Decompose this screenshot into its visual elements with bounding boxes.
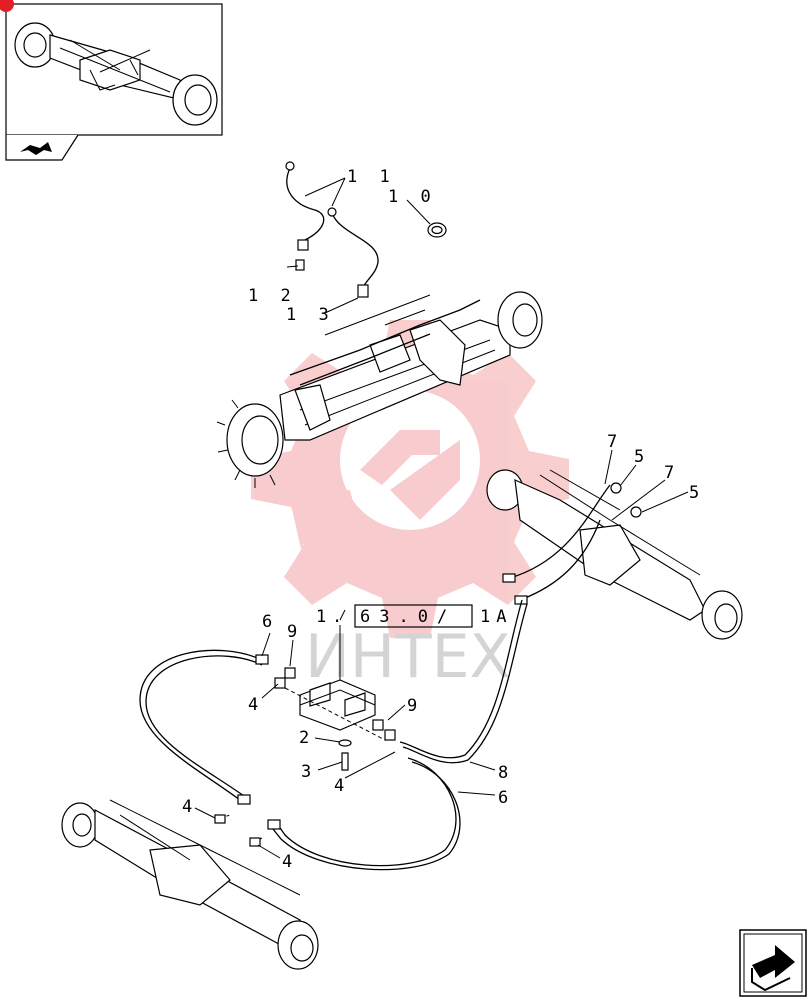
reference-value: 63.0/ [360,607,456,627]
callout-label: 7 [607,432,623,452]
callout-label: 2 [299,728,315,748]
valve-block [274,625,396,741]
hose-end-icon [502,573,516,583]
callout-label: 1 0 [388,187,437,207]
previous-page-icon[interactable] [20,142,52,155]
washer-2-icon [338,739,352,747]
callout-label: 4 [334,776,350,796]
clamp-10-icon [427,222,447,238]
callout-label: 9 [407,696,423,716]
callout-label: 1 3 [286,305,335,325]
hose-6a-inner [145,655,263,797]
callout-label: 6 [498,788,514,808]
callout-labels: 1 1 1 0 1 2 1 3 7 5 7 5 6 9 4 9 2 3 4 8 … [182,167,705,872]
pipe-11 [285,161,379,298]
axle-thumbnail-icon [14,22,218,126]
corner-dot-icon [0,0,14,12]
fitting-5a-icon [610,482,622,494]
callout-label: 6 [262,612,278,632]
reference-suffix: 1A [480,607,512,627]
callout-label: 4 [282,852,298,872]
callout-label: 9 [287,622,303,642]
fitting-13-icon [357,284,369,298]
rear-axle-right [486,469,743,640]
front-axle-lower [61,799,319,970]
hose-7b [519,519,601,601]
callout-label: 5 [634,447,650,467]
fitting-5b-icon [630,506,642,518]
hose-7a [509,484,611,579]
callout-label: 7 [664,463,680,483]
bolt-3-icon [341,752,349,771]
hose-6a [139,649,263,801]
callout-label: 4 [248,695,264,715]
reference-prefix: 1 [316,607,332,627]
callout-label: 1 2 [248,286,297,306]
hose-8-inner [402,603,528,764]
callout-label: 8 [498,763,514,783]
fitting-12-icon [295,259,305,271]
callout-label: 5 [689,483,705,503]
callout-label: 3 [301,762,317,782]
front-axle-assembly [216,291,543,488]
next-page-icon[interactable] [739,929,807,997]
svg-text:.: . [332,607,348,627]
callout-label: 4 [182,797,198,817]
hose-6b-inner [272,761,461,871]
callout-label: 1 1 [347,167,396,187]
hose-8 [399,599,523,759]
thumbnail-frame[interactable] [0,0,223,161]
reference-box[interactable]: 1 . 63.0/ 1A [316,604,512,628]
leader-lines [194,177,689,859]
